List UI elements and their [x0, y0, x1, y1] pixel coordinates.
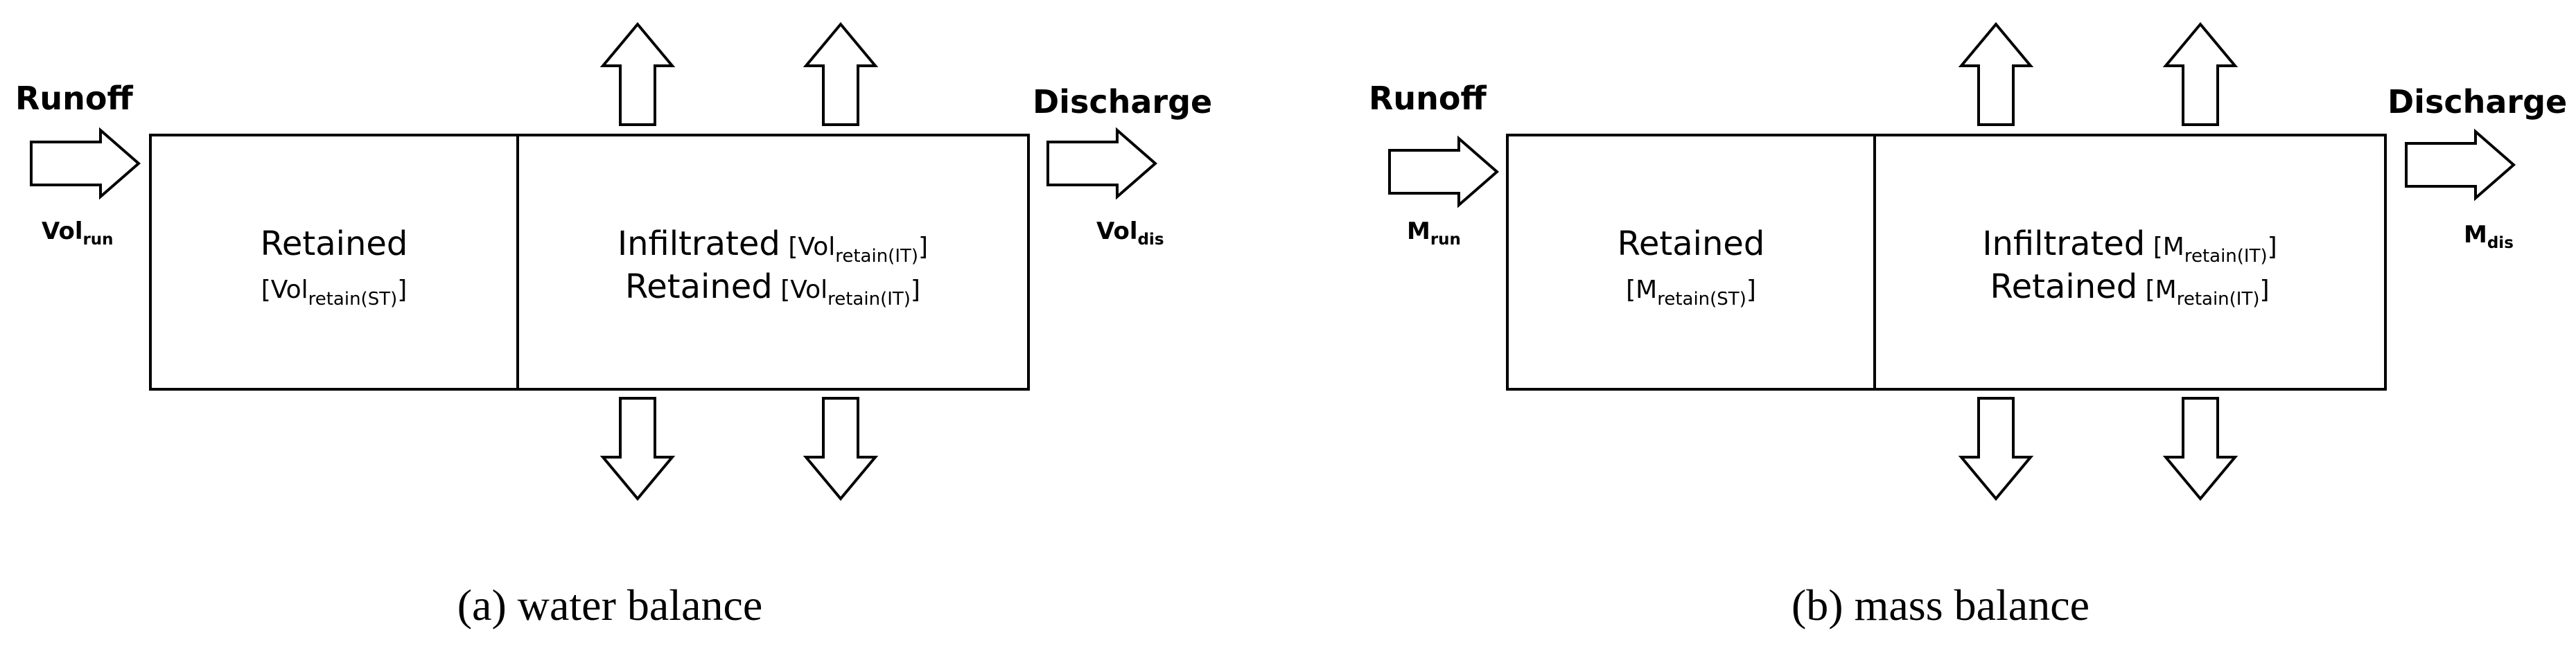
left-box-variable: [Volretain(ST)] — [261, 276, 408, 310]
upward-flux-arrow — [1958, 21, 2034, 126]
upward-flux-arrow — [2162, 21, 2238, 126]
panel-caption: (a) water balance — [457, 580, 763, 630]
panel-mass-balance: Runoff Mrun Discharge Mdis Retained [Mre… — [1369, 21, 2567, 630]
upward-flux-arrow — [599, 21, 676, 126]
outflow-label: Discharge — [2387, 83, 2567, 121]
inflow-label: Runoff — [15, 80, 134, 117]
inflow-variable: Volrun — [42, 217, 114, 249]
outflow-label: Discharge — [1033, 83, 1212, 121]
outflow-variable: Mdis — [2464, 221, 2514, 252]
runoff-inflow-arrow — [1388, 135, 1500, 208]
discharge-outflow-arrow — [1046, 127, 1158, 200]
downward-flux-arrow — [599, 397, 676, 501]
downward-flux-arrow — [2162, 397, 2238, 501]
left-box-title: Retained — [261, 224, 408, 263]
right-box-line1: Infiltrated [Volretain(IT)] — [617, 224, 928, 267]
upward-flux-arrow — [803, 21, 879, 126]
left-box-title: Retained — [1618, 224, 1765, 263]
retained-storage-box — [1506, 134, 1876, 391]
panel-water-balance: Runoff Volrun Discharge Voldis Retained … — [15, 21, 1212, 630]
right-box-line2: Retained [Mretain(IT)] — [1990, 267, 2269, 310]
inflow-label: Runoff — [1369, 80, 1487, 117]
outflow-variable: Voldis — [1096, 217, 1164, 249]
runoff-inflow-arrow — [30, 127, 141, 200]
inflow-variable: Mrun — [1407, 217, 1461, 249]
right-box-line2: Retained [Volretain(IT)] — [625, 267, 920, 310]
right-box-line1: Infiltrated [Mretain(IT)] — [1982, 224, 2277, 267]
panel-caption: (b) mass balance — [1791, 580, 2089, 630]
infiltration-box — [516, 134, 1030, 391]
downward-flux-arrow — [803, 397, 879, 501]
discharge-outflow-arrow — [2405, 128, 2516, 202]
retained-storage-box — [149, 134, 519, 391]
infiltration-box — [1873, 134, 2387, 391]
left-box-variable: [Mretain(ST)] — [1626, 276, 1756, 310]
downward-flux-arrow — [1958, 397, 2034, 501]
